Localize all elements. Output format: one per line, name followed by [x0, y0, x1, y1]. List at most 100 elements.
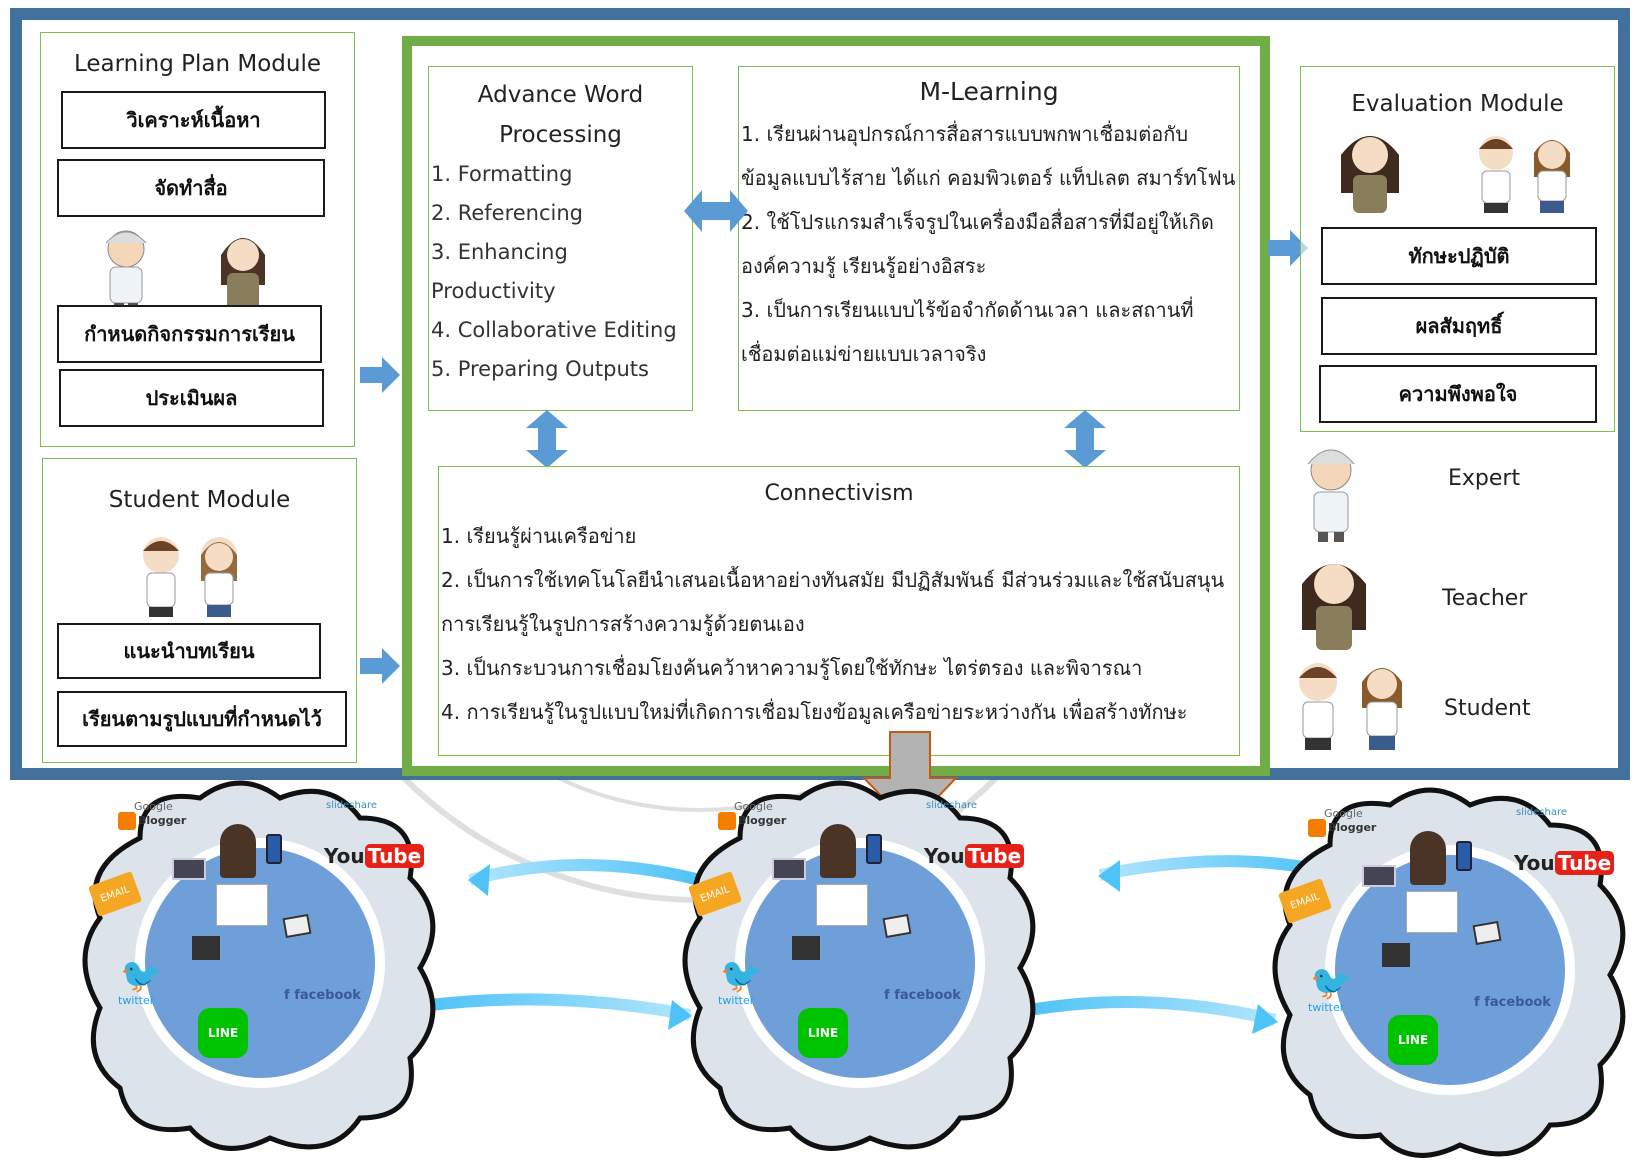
word-processing-title-1: Advance Word [477, 82, 644, 108]
legend-teacher-label: Teacher [1442, 586, 1528, 611]
blogger-icon [1308, 819, 1326, 837]
laptop-icon [1362, 865, 1396, 887]
teacher-icon [1410, 831, 1446, 885]
wp-item: 4. Collaborative Editing [431, 318, 677, 342]
legend-expert-label: Expert [1448, 466, 1521, 491]
m-learning-line: องค์ความรู้ เรียนรู้อย่างอิสระ [741, 254, 987, 278]
connectivism-title: Connectivism [764, 481, 914, 506]
twitter-label: twitter [118, 994, 155, 1007]
facebook-label: f facebook [1474, 995, 1551, 1010]
legend-teacher-icon [1302, 564, 1366, 650]
google-label: Google [734, 800, 773, 813]
blogger-icon [718, 812, 736, 830]
slideshare-label: slideshare [326, 800, 377, 811]
laptop-icon [772, 858, 806, 880]
twitter-bird-icon: 🐦 [1310, 963, 1353, 1003]
youtube-tube: Tube [1554, 851, 1615, 875]
youtube-you: You [924, 844, 965, 868]
legend-student-label: Student [1444, 696, 1531, 721]
m-learning-line: 3. เป็นการเรียนแบบไร้ข้อจำกัดด้านเวลา แล… [741, 298, 1194, 322]
students-figure-icon [143, 537, 237, 617]
legend-student-icon [1299, 663, 1402, 750]
evaluation-title: Evaluation Module [1351, 91, 1564, 117]
m-learning-line: 1. เรียนผ่านอุปกรณ์การสื่อสารแบบพกพาเชื่… [741, 122, 1189, 146]
wp-item: 5. Preparing Outputs [431, 357, 649, 381]
students-icon [216, 884, 268, 926]
youtube-you: You [324, 844, 365, 868]
plan-item-evaluate: ประเมินผล [59, 369, 324, 427]
student-module: Student Module แนะนำบทเรียน เรียนตามรูปแ… [42, 458, 357, 763]
plan-item-analyze: วิเคราะห์เนื้อหา [61, 91, 326, 149]
google-label: Google [134, 800, 173, 813]
youtube-tube: Tube [364, 844, 425, 868]
twitter-label: twitter [1308, 1001, 1345, 1014]
m-learning-line: ข้อมูลแบบไร้สาย ได้แก่ คอมพิวเตอร์ แท็ปเ… [741, 166, 1236, 190]
connectivism-line: 2. เป็นการใช้เทคโนโลยีนำเสนอเนื้อหาอย่าง… [441, 568, 1225, 592]
plan-item-media: จัดทำสื่อ [57, 159, 325, 217]
blogger-label: Blogger [1328, 821, 1377, 834]
twitter-label: twitter [718, 994, 755, 1007]
m-learning-line: 2. ใช้โปรแกรมสำเร็จรูปในเครื่องมือสื่อสา… [741, 210, 1214, 234]
wp-item: Productivity [431, 279, 556, 303]
word-processing-box: Advance Word Processing 1. Formatting 2.… [428, 66, 693, 411]
learning-plan-title: Learning Plan Module [73, 51, 322, 77]
arrow-student-to-center [360, 648, 400, 684]
m-learning-title: M-Learning [919, 77, 1059, 106]
blogger-icon [118, 812, 136, 830]
phone-icon [1456, 841, 1472, 871]
phone-icon [266, 834, 282, 864]
youtube-tube: Tube [964, 844, 1025, 868]
phone-icon [866, 834, 882, 864]
wp-item: 3. Enhancing [431, 240, 568, 264]
expert-figure-icon [105, 230, 147, 311]
teacher-icon [820, 824, 856, 878]
wp-item: 2. Referencing [431, 201, 584, 225]
learning-plan-module: Learning Plan Module วิเคราะห์เนื้อหา จั… [40, 32, 355, 447]
email-label: EMAIL [1288, 890, 1322, 912]
connectivism-line: 1. เรียนรู้ผ่านเครือข่าย [441, 524, 637, 548]
eval-item-satisfaction: ความพึงพอใจ [1319, 365, 1597, 423]
line-icon: LINE [198, 1008, 248, 1058]
eval-item-skills: ทักษะปฏิบัติ [1321, 227, 1597, 285]
learning-theory-frame [402, 36, 1270, 776]
teacher-icon [220, 824, 256, 878]
double-arrow-vertical-left [526, 410, 568, 468]
wp-item: 1. Formatting [431, 162, 573, 186]
line-label: LINE [1397, 1033, 1429, 1047]
connectivism-line: 3. เป็นกระบวนการเชื่อมโยงค้นคว้าหาความรู… [441, 656, 1143, 680]
youtube-you: You [1514, 851, 1555, 875]
evaluation-module: Evaluation Module ทักษะปฏิบัติ ผลสัมฤทธิ… [1300, 66, 1615, 432]
network-arrows [429, 855, 1322, 1034]
students-icon [1406, 891, 1458, 933]
line-label: LINE [207, 1026, 239, 1040]
m-learning-line: เชื่อมต่อแม่ข่ายแบบเวลาจริง [741, 342, 987, 366]
line-icon: LINE [1388, 1015, 1438, 1065]
teacher-figure-icon [221, 238, 265, 311]
facebook-label: f facebook [284, 988, 361, 1003]
teacher-figure-icon [1341, 136, 1399, 213]
email-label: EMAIL [98, 883, 132, 905]
connectivism-box: Connectivism 1. เรียนรู้ผ่านเครือข่าย 2.… [438, 466, 1240, 756]
word-processing-title-2: Processing [499, 122, 622, 148]
connectivism-line: การเรียนรู้ในรูปการสร้างความรู้ด้วยตนเอง [441, 612, 805, 636]
students-figure-icon [1479, 136, 1570, 213]
laptop-icon [172, 858, 206, 880]
computer-icon [792, 936, 820, 960]
plan-item-activities: กำหนดกิจกรรมการเรียน [57, 305, 322, 363]
blogger-label: Blogger [138, 814, 187, 827]
slideshare-label: slideshare [926, 800, 977, 811]
eval-item-achievement: ผลสัมฤทธิ์ [1321, 297, 1597, 355]
twitter-bird-icon: 🐦 [720, 956, 763, 996]
twitter-bird-icon: 🐦 [120, 956, 163, 996]
computer-icon [192, 936, 220, 960]
facebook-text: facebook [294, 988, 361, 1003]
student-item-intro: แนะนำบทเรียน [57, 623, 321, 679]
legend-expert-icon [1307, 449, 1355, 542]
blogger-label: Blogger [738, 814, 787, 827]
computer-icon [1382, 943, 1410, 967]
